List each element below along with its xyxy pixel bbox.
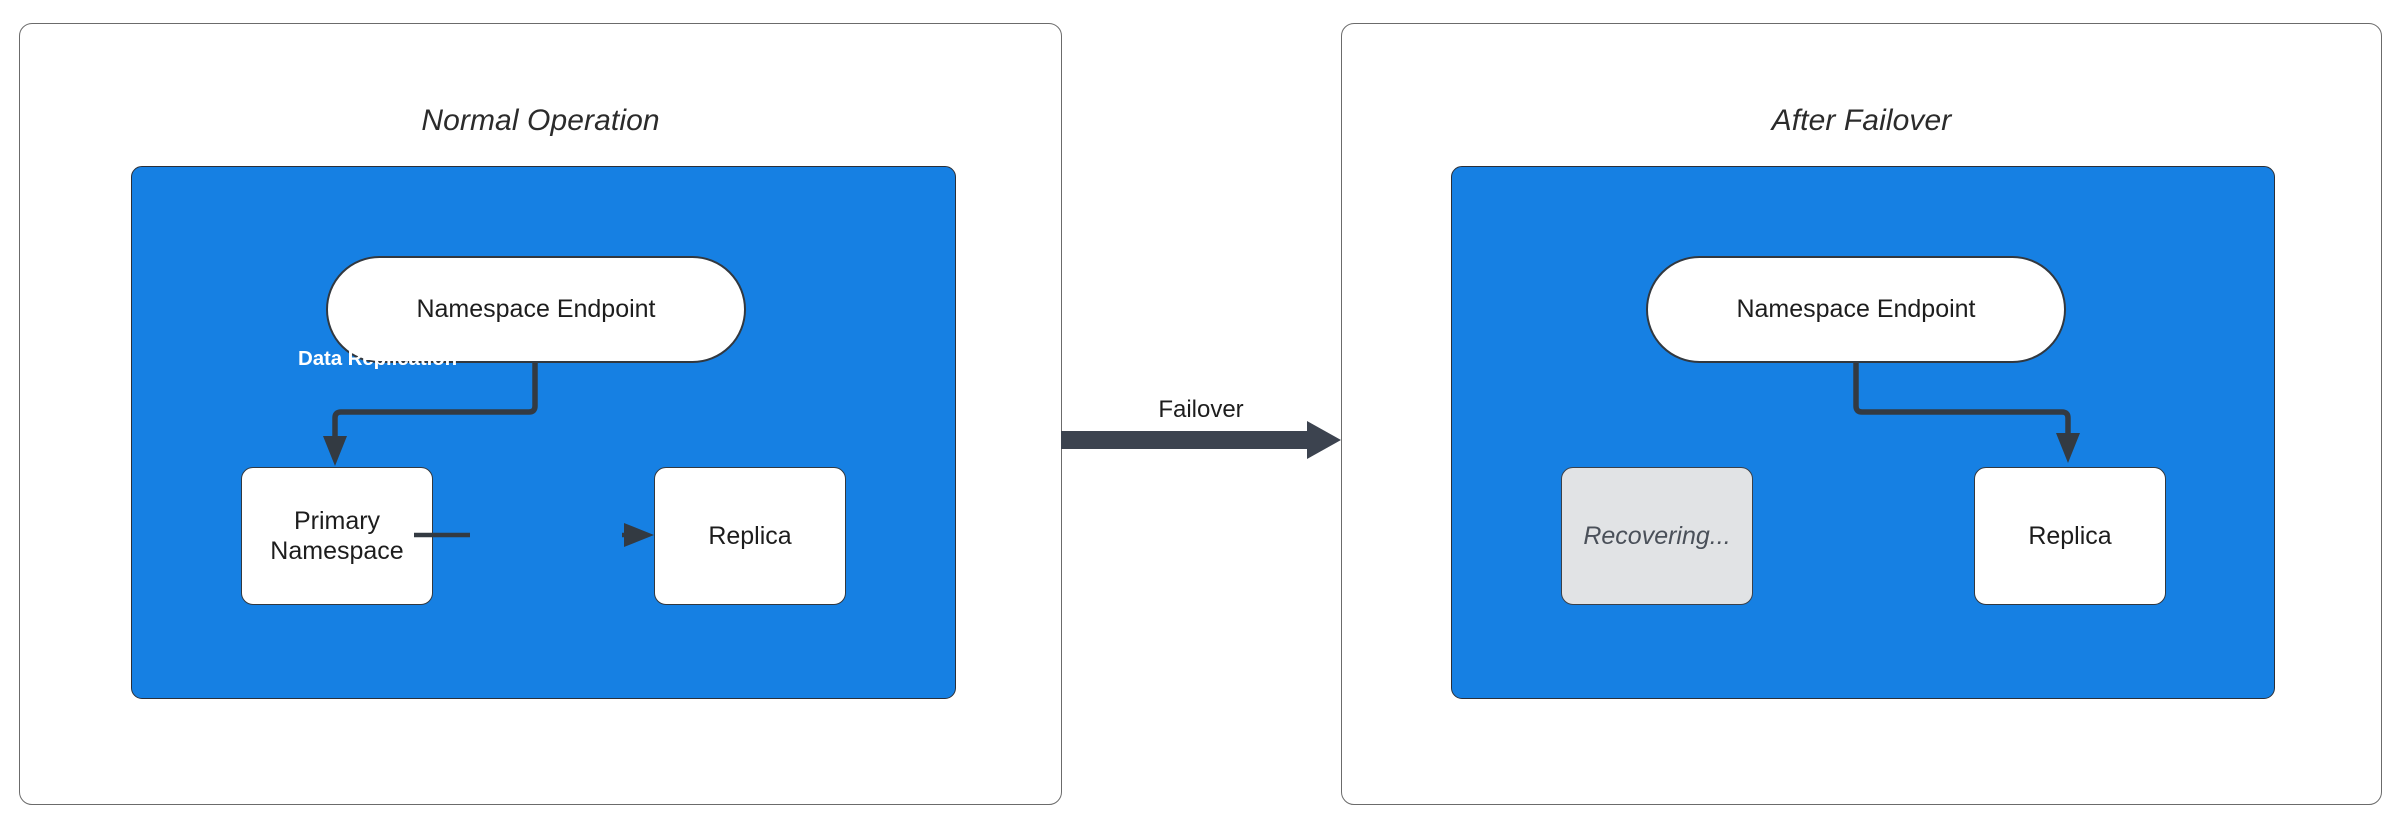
node-recovering[interactable]: Recovering... [1561, 467, 1753, 605]
failover-arrow-shaft [1061, 431, 1311, 449]
panel-after-failover: After Failover Namespace Endpoint Recove… [1341, 23, 2382, 805]
failover-label: Failover [1158, 396, 1244, 423]
node-label: Replica [2028, 521, 2112, 550]
node-primary-namespace[interactable]: Primary Namespace [241, 467, 433, 605]
node-replica-right[interactable]: Replica [1974, 467, 2166, 605]
node-label: Namespace Endpoint [1736, 295, 1976, 323]
panel-title-after-failover: After Failover [1771, 104, 1952, 137]
zone-primary-region [131, 166, 956, 699]
panel-title-normal-operation: Normal Operation [421, 104, 660, 137]
node-label: Replica [708, 521, 792, 550]
zone-failover-region [1451, 166, 2275, 699]
panel-normal-operation: Normal Operation Namespace Endpoint Prim… [19, 23, 1062, 805]
node-namespace-endpoint-left[interactable]: Namespace Endpoint [326, 256, 746, 363]
right-arrow-icon [1307, 421, 1341, 459]
edge-label-data-replication: Data Replication [298, 347, 458, 370]
node-replica-left[interactable]: Replica [654, 467, 846, 605]
node-namespace-endpoint-right[interactable]: Namespace Endpoint [1646, 256, 2066, 363]
node-label-line2: Namespace [270, 537, 404, 565]
node-label-line1: Primary [293, 506, 381, 535]
node-label: Namespace Endpoint [416, 295, 656, 323]
node-label: Recovering... [1583, 521, 1731, 550]
